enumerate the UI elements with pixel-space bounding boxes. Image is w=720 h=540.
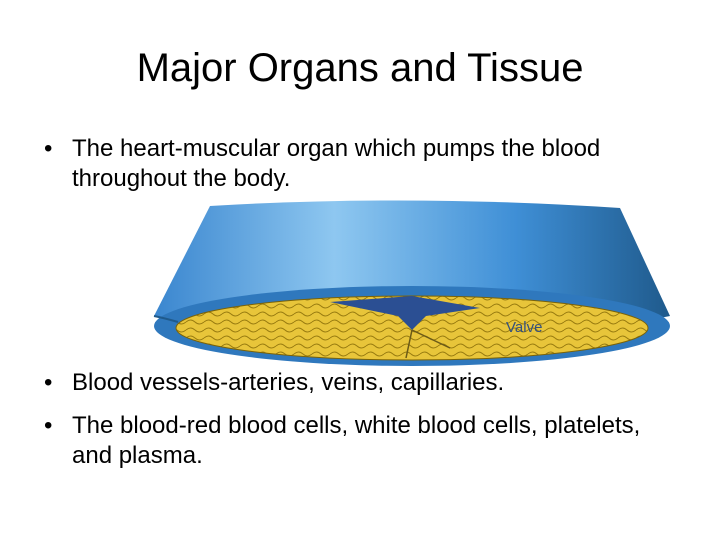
- bullet-marker: •: [44, 135, 53, 162]
- bullet-item-heart: • The heart-muscular organ which pumps t…: [44, 134, 664, 194]
- valve-seam: [405, 329, 451, 359]
- bullet-text: The blood-red blood cells, white blood c…: [72, 412, 641, 469]
- bullet-item-blood: • The blood-red blood cells, white blood…: [44, 411, 664, 471]
- bullet-marker: •: [44, 369, 53, 396]
- bullet-marker: •: [44, 412, 53, 439]
- valve-flap: [330, 296, 480, 330]
- valve-label: Valve: [506, 319, 542, 336]
- bullet-text: The heart-muscular organ which pumps the…: [72, 135, 601, 192]
- blood-vessel-valve-illustration: Valve: [153, 200, 670, 366]
- slide-title: Major Organs and Tissue: [136, 46, 584, 90]
- bullet-text: Blood vessels-arteries, veins, capillari…: [72, 369, 505, 396]
- bullet-item-blood-vessels: • Blood vessels-arteries, veins, capilla…: [44, 368, 664, 398]
